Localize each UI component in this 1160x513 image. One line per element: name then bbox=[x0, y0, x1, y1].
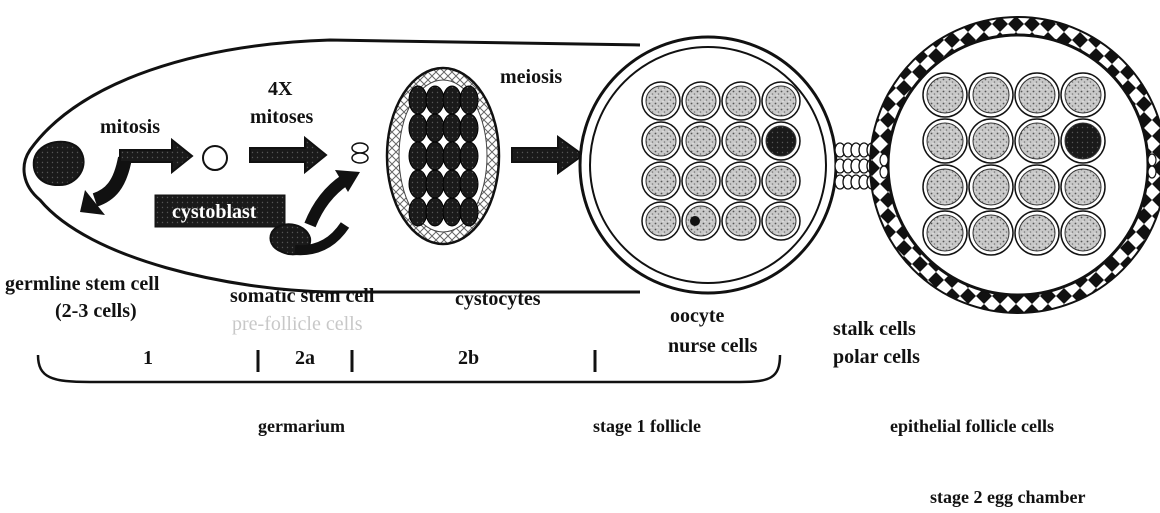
nurse-cell-nucleus bbox=[973, 215, 1009, 251]
cystocyte bbox=[426, 170, 444, 198]
nurse-cell-dot bbox=[690, 216, 700, 226]
gsc-count-label: (2-3 cells) bbox=[55, 300, 137, 322]
polar-cell bbox=[880, 154, 888, 166]
mitosis-label: mitosis bbox=[100, 116, 160, 138]
cystocyte bbox=[409, 170, 427, 198]
nurse-cell-nucleus bbox=[927, 123, 963, 159]
stage1-follicle-label: stage 1 follicle bbox=[593, 416, 701, 436]
nurse-cell-nucleus bbox=[1019, 169, 1055, 205]
cystocyte bbox=[426, 142, 444, 170]
cystocyte bbox=[460, 170, 478, 198]
nurse-cell-nucleus bbox=[1019, 215, 1055, 251]
cystocytes-label: cystocytes bbox=[455, 288, 541, 310]
mitoses-label: mitoses bbox=[250, 106, 314, 128]
nurse-cells-label: nurse cells bbox=[668, 335, 758, 357]
cystocyte bbox=[460, 86, 478, 114]
self-renewal-arrow bbox=[95, 158, 125, 200]
cystocyte bbox=[409, 114, 427, 142]
region-2a-label: 2a bbox=[295, 347, 315, 369]
germarium-label: germarium bbox=[258, 416, 345, 436]
cystocyte bbox=[409, 198, 427, 226]
nurse-cell-nucleus bbox=[1065, 77, 1101, 113]
nurse-cell-nucleus bbox=[726, 126, 756, 156]
cystocyte bbox=[443, 170, 461, 198]
nurse-cell-nucleus bbox=[1065, 215, 1101, 251]
nurse-cell-nucleus bbox=[646, 206, 676, 236]
somatic-stem-cell-label: somatic stem cell bbox=[230, 285, 375, 307]
cystoblast-label: cystoblast bbox=[172, 201, 257, 223]
nurse-cell-nucleus bbox=[726, 206, 756, 236]
cystocyte bbox=[426, 198, 444, 226]
nurse-cell-nucleus bbox=[726, 166, 756, 196]
four-x-label: 4X bbox=[268, 78, 293, 100]
cystocyte bbox=[443, 198, 461, 226]
region-2b-label: 2b bbox=[458, 347, 479, 369]
nurse-cell-nucleus bbox=[646, 86, 676, 116]
cystoblast-cell bbox=[203, 146, 227, 170]
nurse-cell-nucleus bbox=[766, 166, 796, 196]
germline-stem-cell-label: germline stem cell bbox=[5, 273, 160, 295]
nurse-cell-nucleus bbox=[927, 215, 963, 251]
nurse-cell-nucleus bbox=[686, 86, 716, 116]
nurse-cell-nucleus bbox=[1065, 169, 1101, 205]
nurse-cell-nucleus bbox=[646, 166, 676, 196]
nurse-cell-nucleus bbox=[766, 206, 796, 236]
oocyte-label: oocyte bbox=[670, 305, 725, 327]
epithelial-follicle-cells-label: epithelial follicle cells bbox=[890, 416, 1054, 436]
nurse-cell-nucleus bbox=[686, 166, 716, 196]
nurse-cell-nucleus bbox=[973, 77, 1009, 113]
cystocyte bbox=[409, 142, 427, 170]
cystocyte bbox=[426, 86, 444, 114]
cystocyte bbox=[460, 142, 478, 170]
cystocyte bbox=[460, 198, 478, 226]
stage2-egg-chamber-label: stage 2 egg chamber bbox=[930, 487, 1085, 507]
nurse-cell-nucleus bbox=[766, 86, 796, 116]
cystocyte bbox=[460, 114, 478, 142]
cystocyte bbox=[443, 86, 461, 114]
cystocyte bbox=[426, 114, 444, 142]
cystocyte bbox=[443, 114, 461, 142]
nurse-cell-nucleus bbox=[726, 86, 756, 116]
polar-cells-label: polar cells bbox=[833, 346, 920, 368]
two-cell-cyst bbox=[352, 143, 368, 153]
oocyte-nucleus bbox=[766, 126, 796, 156]
cystocyte bbox=[443, 142, 461, 170]
nurse-cell-nucleus bbox=[973, 169, 1009, 205]
cystocyte bbox=[409, 86, 427, 114]
nurse-cell-nucleus bbox=[1019, 77, 1055, 113]
meiosis-arrow bbox=[512, 137, 583, 173]
nurse-cell-nucleus bbox=[686, 126, 716, 156]
mitosis-arrow bbox=[120, 140, 192, 172]
nurse-cell-nucleus bbox=[973, 123, 1009, 159]
pre-follicle-cells-label: pre-follicle cells bbox=[232, 313, 363, 335]
nurse-cell-nucleus bbox=[927, 77, 963, 113]
stalk-cells-label: stalk cells bbox=[833, 318, 916, 340]
region-1-label: 1 bbox=[143, 347, 153, 369]
germline-stem-cell bbox=[34, 142, 84, 185]
nurse-cell-nucleus bbox=[646, 126, 676, 156]
nurse-cell-nucleus bbox=[1019, 123, 1055, 159]
nurse-cell-nucleus bbox=[927, 169, 963, 205]
oocyte-nucleus bbox=[1065, 123, 1101, 159]
somatic-arrow bbox=[310, 180, 345, 225]
meiosis-label: meiosis bbox=[500, 66, 562, 88]
mitoses-arrow bbox=[250, 138, 326, 172]
